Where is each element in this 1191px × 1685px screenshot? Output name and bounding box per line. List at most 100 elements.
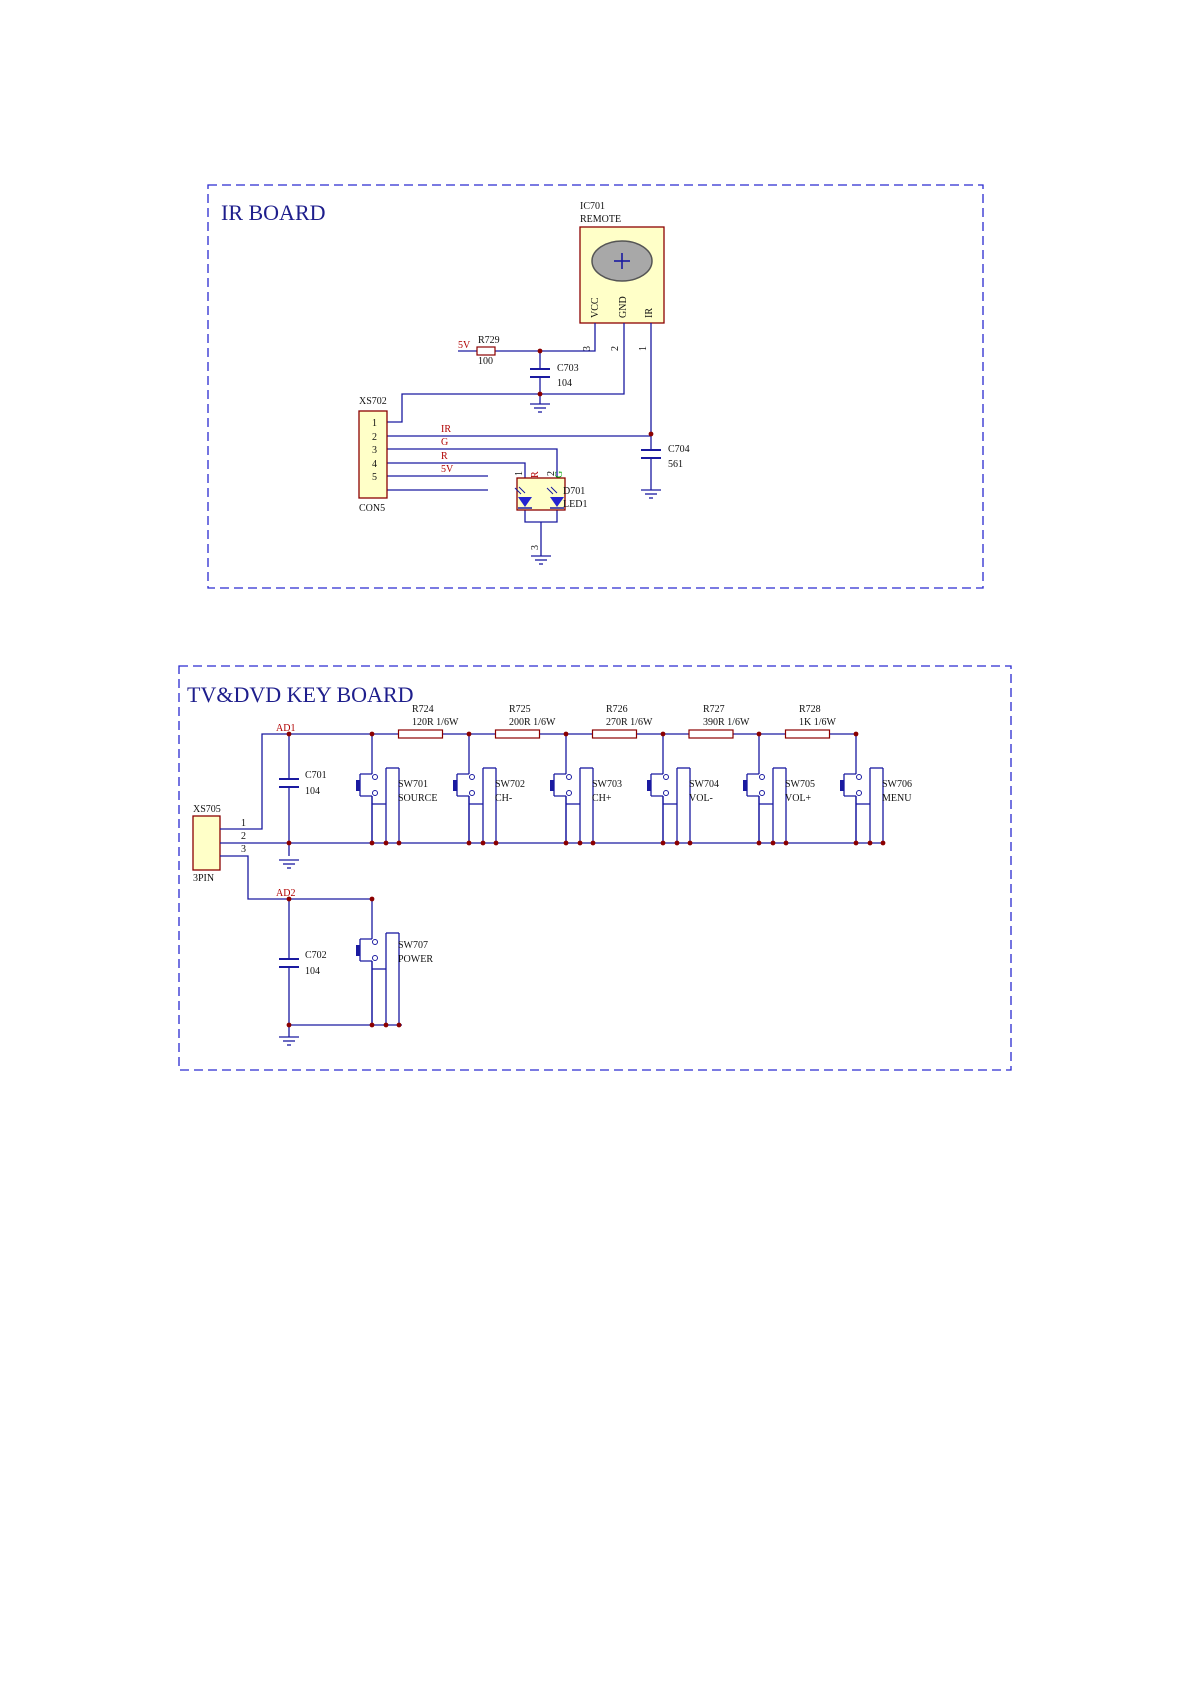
switch-function-label: MENU: [882, 793, 912, 804]
xs705-pin-1: 1: [241, 818, 246, 829]
switch-ref: SW705: [785, 779, 815, 790]
junction-dot: [648, 431, 654, 437]
resistor-body: [784, 729, 831, 739]
junction-dot: [286, 1022, 292, 1028]
ic701-ref: IC701: [580, 201, 605, 212]
junction-dot: [369, 1022, 375, 1028]
key-board: TV&DVD KEY BOARD XS705 3PIN 1 2 3 AD1 AD…: [178, 665, 1012, 1071]
switch-function-label: POWER: [398, 954, 433, 965]
junction-dot: [396, 840, 402, 846]
switch-array: SW701SOURCESW702CH-SW703CH+SW704VOL-SW70…: [356, 731, 912, 1028]
xs705-type: 3PIN: [193, 873, 214, 884]
xs702-pin-2: 2: [372, 432, 377, 443]
ground-icon: [641, 489, 661, 499]
net-5v-label: 5V: [458, 340, 471, 351]
junction-dot: [770, 840, 776, 846]
ic701-pin-vcc: VCC: [590, 297, 601, 318]
net-r-label: R: [441, 451, 448, 462]
ic701-pinnum-1: 1: [638, 346, 649, 351]
xs705-pin-2: 2: [241, 831, 246, 842]
junction-dot: [563, 731, 569, 737]
switch-function-label: CH-: [495, 793, 512, 804]
switch-function-label: CH+: [592, 793, 612, 804]
ground-icon: [279, 859, 299, 869]
resistor-body: [688, 729, 734, 739]
c703-value: 104: [557, 378, 572, 389]
c703-ref: C703: [557, 363, 579, 374]
key-board-title: TV&DVD KEY BOARD: [187, 682, 414, 707]
switch-ref: SW702: [495, 779, 525, 790]
xs702-pin-1: 1: [372, 418, 377, 429]
junction-dot: [466, 840, 472, 846]
junction-dot: [577, 840, 583, 846]
junction-dot: [537, 391, 543, 397]
xs702-pin-5: 5: [372, 472, 377, 483]
ground-icon: [279, 1036, 299, 1046]
d701-led: R G 1 2 3 D701 LED1: [514, 471, 587, 550]
led-pin-r-label: R: [530, 471, 541, 478]
junction-dot: [383, 840, 389, 846]
xs705-connector: XS705 3PIN 1 2 3: [192, 804, 246, 884]
led-red-diode-icon: [518, 497, 532, 507]
resistor-ref: R724: [412, 704, 434, 715]
ic701-pinnum-3: 3: [582, 346, 593, 351]
c704-ref: C704: [668, 444, 690, 455]
junction-dot: [563, 840, 569, 846]
resistor-value: 120R 1/6W: [412, 717, 459, 728]
net-ad1-label: AD1: [276, 723, 295, 734]
ground-icon: [531, 555, 551, 565]
junction-dot: [853, 731, 859, 737]
d701-ref: D701: [563, 486, 585, 497]
junction-dot: [369, 896, 375, 902]
junction-dot: [286, 896, 292, 902]
resistor-body: [397, 729, 444, 739]
junction-dot: [369, 840, 375, 846]
c701-ref: C701: [305, 770, 327, 781]
resistor-body: [494, 729, 541, 739]
resistor-r724: R724 120R 1/6W: [372, 704, 469, 739]
xs702-pin-3: 3: [372, 445, 377, 456]
ic701-value: REMOTE: [580, 214, 621, 225]
xs705-ref: XS705: [193, 804, 221, 815]
junction-dot: [537, 348, 543, 354]
net-g-label: G: [441, 437, 448, 448]
d701-value: LED1: [563, 499, 587, 510]
resistor-value: 270R 1/6W: [606, 717, 653, 728]
resistor-ref: R727: [703, 704, 725, 715]
c704-value: 561: [668, 459, 683, 470]
junction-dot: [286, 731, 292, 737]
junction-dot: [853, 840, 859, 846]
junction-dot: [687, 840, 693, 846]
switch-ref: SW704: [689, 779, 719, 790]
junction-dot: [880, 840, 886, 846]
xs702-connector: XS702 CON5 1 2 3 4 5: [358, 396, 388, 514]
r729-body: [476, 346, 496, 356]
led-pinnum-1: 1: [514, 471, 525, 476]
junction-dot: [756, 840, 762, 846]
xs702-type: CON5: [359, 503, 385, 514]
c702-value: 104: [305, 966, 320, 977]
junction-dot: [783, 840, 789, 846]
net-ad2-label: AD2: [276, 888, 295, 899]
junction-dot: [286, 840, 292, 846]
c701-value: 104: [305, 786, 320, 797]
resistor-value: 390R 1/6W: [703, 717, 750, 728]
r729-ref: R729: [478, 335, 500, 346]
switch-function-label: SOURCE: [398, 793, 437, 804]
junction-dot: [674, 840, 680, 846]
switch-function-label: VOL-: [689, 793, 713, 804]
key-board-frame: [178, 665, 1012, 1071]
resistor-value: 200R 1/6W: [509, 717, 556, 728]
junction-dot: [466, 731, 472, 737]
